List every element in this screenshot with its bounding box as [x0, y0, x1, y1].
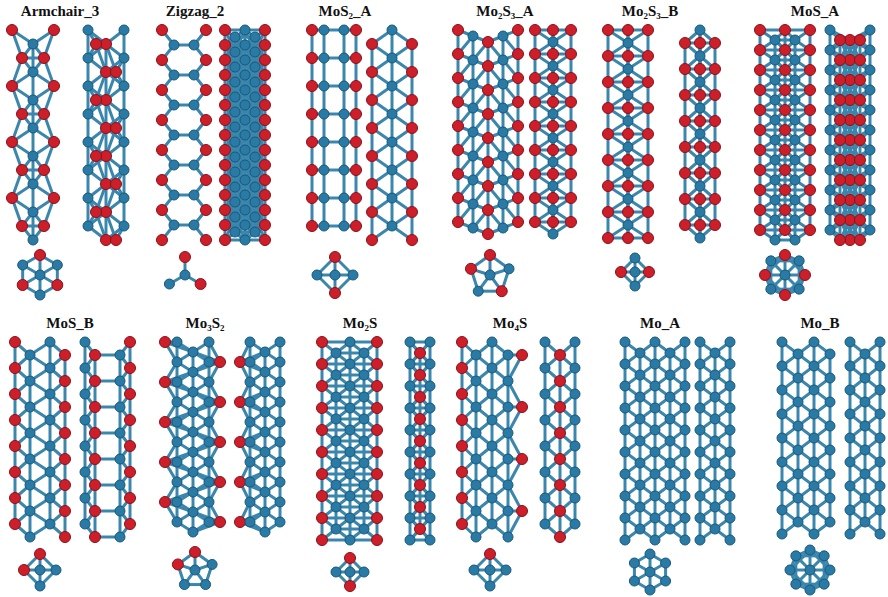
bonds	[12, 30, 880, 590]
